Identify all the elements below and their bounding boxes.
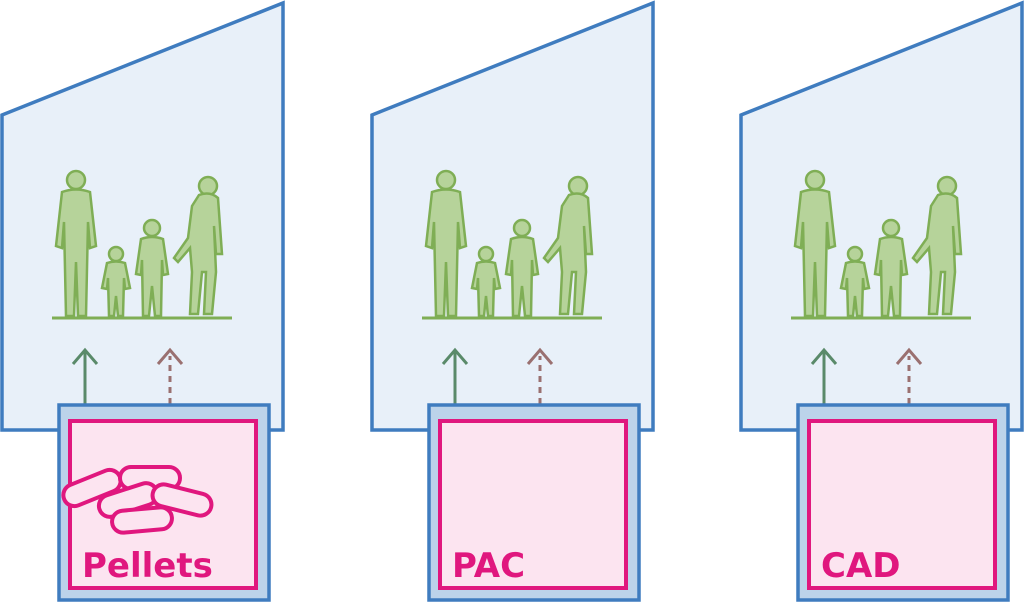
panel-pac: PAC	[370, 0, 954, 602]
arrow-head	[526, 347, 554, 365]
arrow-head	[71, 347, 99, 365]
system-box-inner	[438, 419, 628, 590]
system-box-inner	[807, 419, 997, 590]
arrow-head	[895, 347, 923, 365]
house-outline	[0, 0, 285, 432]
system-label: PAC	[452, 546, 525, 586]
arrow-head	[156, 347, 184, 365]
panel-cad: CAD	[739, 0, 1024, 602]
pellet-shape	[150, 482, 214, 518]
arrow-head	[810, 347, 838, 365]
arrow-head	[441, 347, 469, 365]
panel-pellets: Pellets	[0, 0, 285, 602]
system-label: Pellets	[82, 546, 213, 586]
house-outline	[739, 0, 1024, 432]
system-label: CAD	[821, 546, 901, 586]
house-outline	[370, 0, 655, 432]
pellet-shape	[110, 505, 174, 535]
